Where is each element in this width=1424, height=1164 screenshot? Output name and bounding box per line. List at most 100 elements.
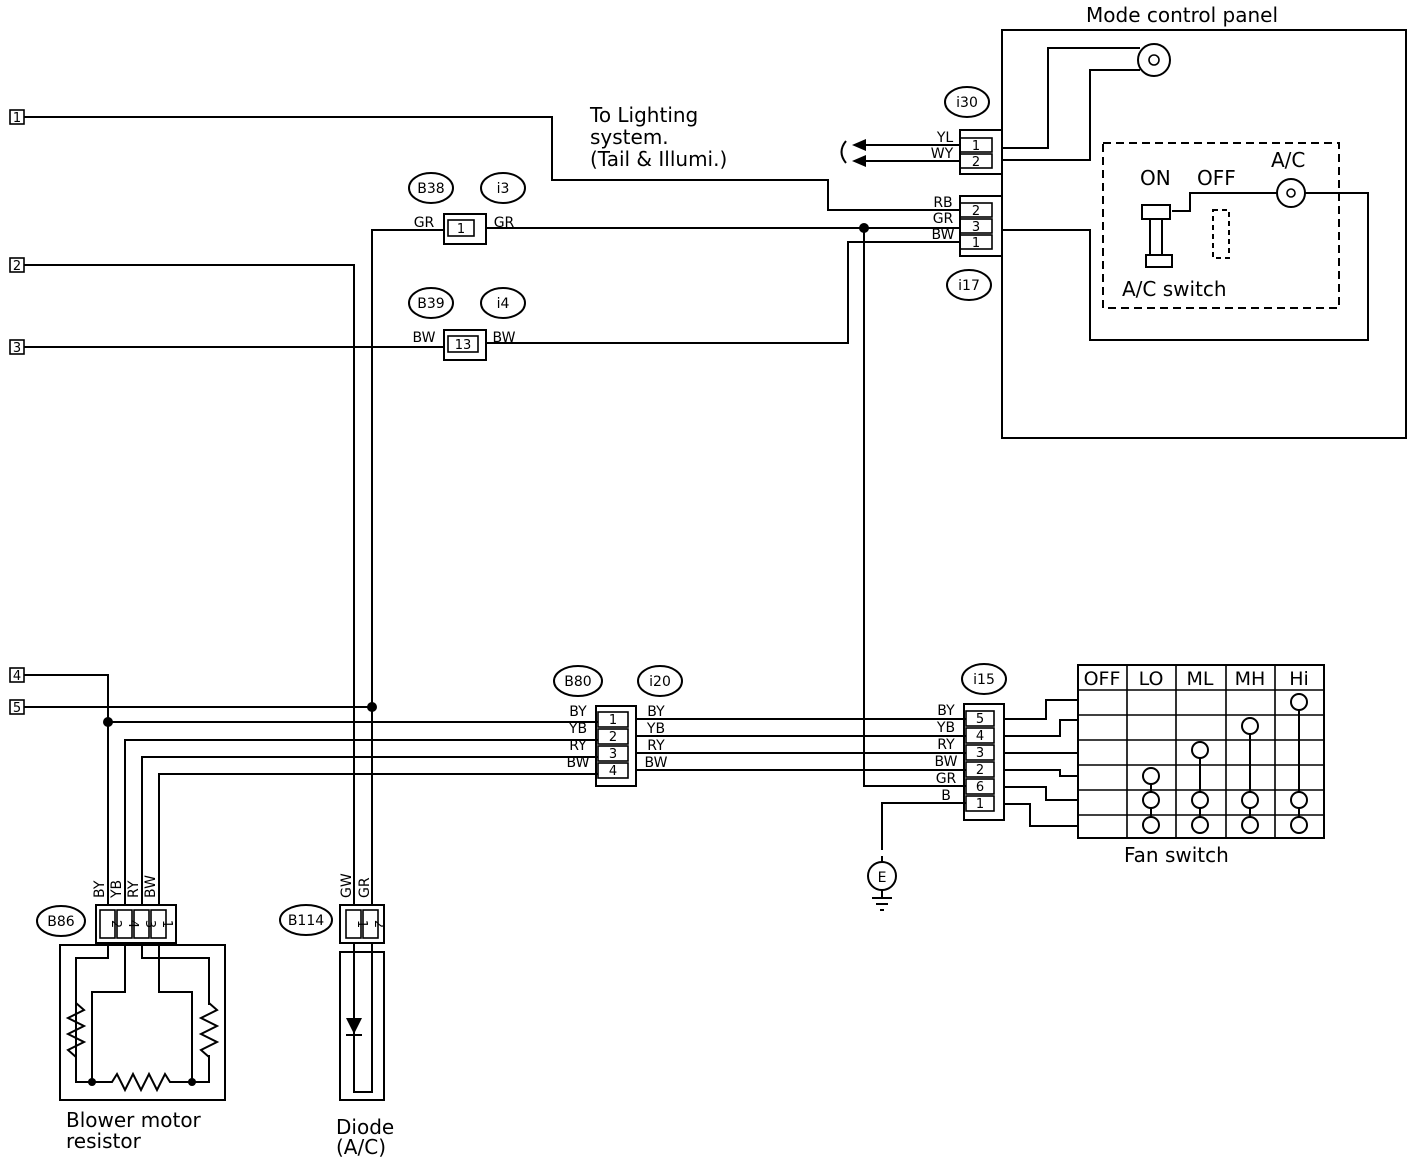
connector-b114-pin: 2 bbox=[371, 920, 386, 928]
lamp-wire-2 bbox=[1002, 69, 1140, 161]
diode-label-2: (A/C) bbox=[336, 1135, 386, 1159]
fan-wire-5 bbox=[1004, 699, 1078, 720]
fan-contact bbox=[1142, 816, 1160, 834]
wire-code: BW bbox=[567, 755, 590, 771]
ac-switch-wire-loop bbox=[1002, 192, 1369, 341]
wire-ground bbox=[881, 802, 966, 850]
ground-icon bbox=[867, 856, 897, 911]
wire-code: BW bbox=[413, 330, 436, 346]
connector-i17-housing bbox=[959, 195, 1003, 257]
connector-b80-label: B80 bbox=[564, 674, 591, 690]
wire-terminal-4 bbox=[24, 674, 109, 722]
wire-terminal-2-gw bbox=[24, 264, 355, 905]
ac-switch-on-label: ON bbox=[1140, 166, 1171, 190]
connector-i17-pin: 1 bbox=[972, 236, 980, 251]
connector-b38-pin-cell bbox=[447, 219, 475, 237]
mode-control-panel-box bbox=[1001, 29, 1407, 439]
connector-b86-badge bbox=[36, 905, 86, 937]
connector-i30-pin: 2 bbox=[972, 155, 980, 170]
wire-code: GR bbox=[357, 877, 373, 898]
connector-b39-housing bbox=[443, 329, 487, 361]
connector-b39-label: B39 bbox=[417, 296, 444, 312]
fan-contact bbox=[1290, 791, 1308, 809]
ac-switch-wire-top bbox=[1172, 192, 1277, 212]
diode-icon bbox=[346, 1018, 362, 1036]
connector-i15-housing bbox=[963, 703, 1005, 821]
connector-b80-pin: 3 bbox=[609, 747, 617, 762]
resistor-wire-left bbox=[75, 943, 192, 1083]
ac-indicator-lamp-icon bbox=[1276, 178, 1306, 208]
mode-control-panel-title: Mode control panel bbox=[1086, 3, 1278, 27]
connector-i20-label: i20 bbox=[649, 674, 671, 690]
connector-b38-badge bbox=[408, 172, 454, 204]
connector-b86-pin-cell bbox=[150, 909, 167, 939]
fan-contact bbox=[1290, 693, 1308, 711]
wire-code: GW bbox=[339, 873, 355, 898]
connector-b39-pin: 13 bbox=[455, 338, 472, 353]
connector-b86-pin: 4 bbox=[125, 920, 140, 928]
resistor-wire-inner-left bbox=[91, 943, 126, 1082]
ac-switch-box bbox=[1102, 142, 1340, 309]
connector-i30-label: i30 bbox=[956, 95, 978, 111]
connector-i4-label: i4 bbox=[497, 296, 510, 312]
wire-gr-vertical bbox=[371, 229, 444, 905]
resistor-wire-inner-right bbox=[158, 943, 193, 1082]
connector-b38-pin: 1 bbox=[457, 222, 465, 237]
connector-b86-pin-cell bbox=[99, 909, 116, 939]
terminal-2: 2 bbox=[9, 257, 25, 274]
ac-switch-knob-icon bbox=[1141, 204, 1173, 268]
fan-switch-label: Fan switch bbox=[1124, 843, 1229, 867]
fan-contacts bbox=[1142, 693, 1308, 834]
connector-b114-pin-cell bbox=[362, 909, 379, 939]
junction-dot bbox=[188, 1078, 196, 1086]
connector-b80-pin-cell bbox=[597, 762, 629, 779]
wire-code: BY bbox=[937, 703, 955, 719]
fan-contact bbox=[1241, 791, 1259, 809]
fan-header-mh: MH bbox=[1235, 668, 1266, 690]
connector-i15-badge bbox=[961, 663, 1007, 695]
wire-code: RY bbox=[126, 880, 142, 898]
wire-terminal-1-rb bbox=[24, 116, 960, 211]
wire-gr-to-fan-switch bbox=[863, 228, 966, 787]
blower-resistor-label-1: Blower motor bbox=[66, 1108, 202, 1132]
lighting-label-line1: To Lighting bbox=[589, 103, 698, 127]
resistor-icon bbox=[198, 1002, 220, 1058]
ground-label: E bbox=[878, 870, 887, 886]
connector-i17-badge bbox=[946, 269, 992, 301]
connector-i15-pin-cell bbox=[965, 727, 995, 744]
fan-contact bbox=[1191, 816, 1209, 834]
wire-code: BY bbox=[92, 880, 108, 898]
resistor-icon bbox=[65, 1002, 87, 1058]
connector-b80-pin: 1 bbox=[609, 713, 617, 728]
connector-b114-pin-cell bbox=[345, 909, 362, 939]
fan-header-ml: ML bbox=[1187, 668, 1214, 690]
illumination-lamp-icon bbox=[1137, 43, 1171, 77]
connector-b86-pin: 3 bbox=[142, 920, 157, 928]
connector-b114-badge bbox=[279, 904, 333, 936]
svg-text:5: 5 bbox=[13, 701, 21, 716]
lighting-label-line3: (Tail & Illumi.) bbox=[590, 147, 727, 171]
connector-b86-label: B86 bbox=[47, 914, 75, 930]
lighting-label-line2: system. bbox=[590, 125, 669, 149]
connector-i15-pin-cell bbox=[965, 710, 995, 727]
svg-text:4: 4 bbox=[13, 669, 21, 684]
fan-contact bbox=[1142, 791, 1160, 809]
ac-switch-off-position bbox=[1212, 209, 1230, 259]
connector-i17-pin-cell bbox=[959, 218, 993, 234]
diode-box bbox=[339, 951, 385, 1101]
wire-code: YB bbox=[646, 721, 665, 737]
connector-b80-badge bbox=[553, 665, 603, 697]
connector-b80-housing bbox=[595, 705, 637, 787]
wire-code: GR bbox=[936, 771, 957, 787]
connector-b80-pin-cell bbox=[597, 745, 629, 762]
fan-contact bbox=[1191, 741, 1209, 759]
fan-wire-2 bbox=[1004, 769, 1078, 777]
terminal-3: 3 bbox=[9, 339, 25, 356]
connector-i30-badge bbox=[944, 86, 990, 118]
connector-b39-badge bbox=[408, 287, 454, 319]
arrow-icon bbox=[852, 139, 866, 151]
connector-i4-badge bbox=[480, 287, 526, 319]
connector-i3-badge bbox=[480, 172, 526, 204]
connector-b86-pin: 2 bbox=[108, 920, 123, 928]
wire-code: RY bbox=[937, 737, 955, 753]
